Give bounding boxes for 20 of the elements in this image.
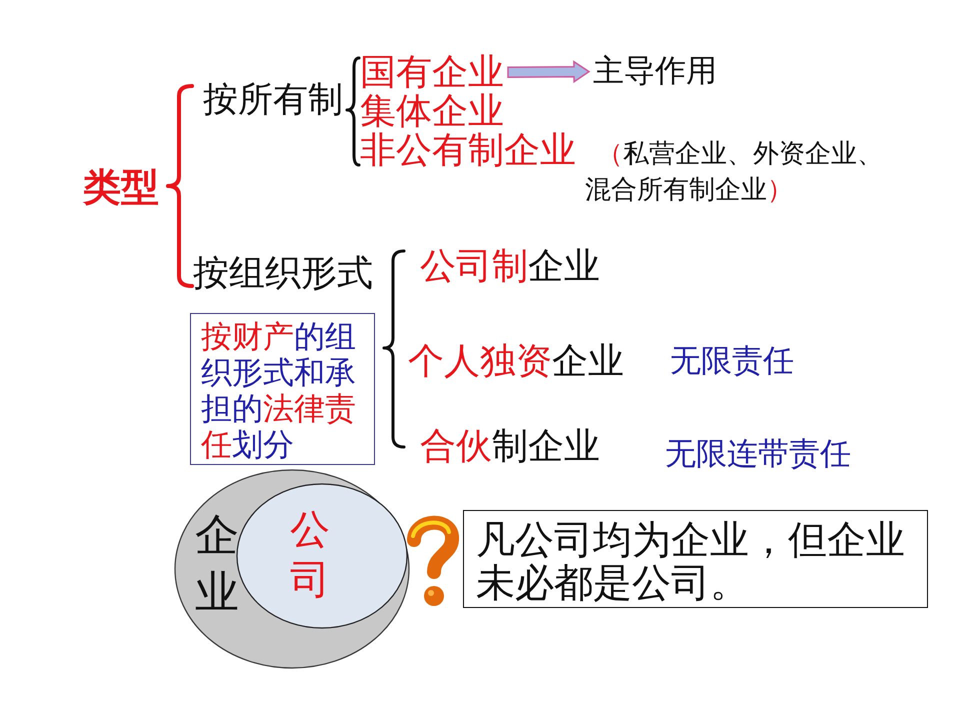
liability-label: 无限责任 bbox=[670, 344, 794, 378]
criteria-box: 按财产的组织形式和承担的法律责任划分 bbox=[190, 313, 375, 465]
category-label: 合伙制企业 bbox=[420, 427, 600, 467]
note-text: （私营企业、外资企业、混合所有制企业） bbox=[585, 138, 884, 206]
ellipse-label: 公司 bbox=[290, 506, 330, 604]
category-label: 公司制企业 bbox=[420, 247, 600, 287]
outer-circle bbox=[174, 469, 410, 669]
inner-ellipse bbox=[236, 483, 408, 629]
role-label: 主导作用 bbox=[593, 54, 717, 88]
liability-label: 无限连带责任 bbox=[665, 437, 851, 472]
category-label: 非公有制企业 bbox=[360, 131, 576, 171]
circle-label: 企业 bbox=[195, 510, 239, 620]
criterion-label: 按所有制 bbox=[203, 81, 343, 120]
root-label: 类型 bbox=[83, 168, 159, 210]
category-label: 集体企业 bbox=[360, 92, 504, 132]
block-arrow bbox=[507, 60, 590, 84]
category-label: 个人独资企业 bbox=[408, 342, 624, 382]
statement-box: 凡公司均为企业，但企业未必都是公司。 bbox=[463, 510, 928, 608]
criterion-label: 按组织形式 bbox=[193, 254, 373, 294]
category-label: 国有企业 bbox=[360, 53, 504, 93]
